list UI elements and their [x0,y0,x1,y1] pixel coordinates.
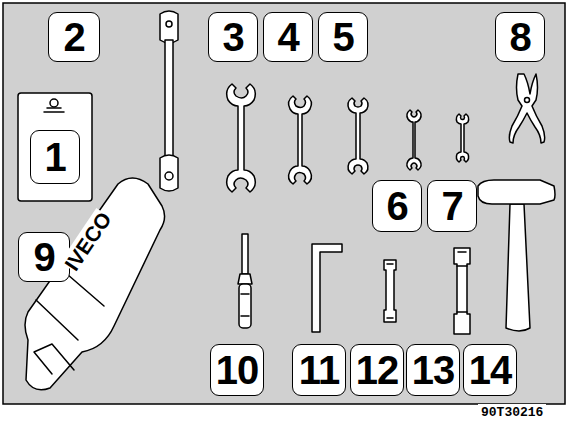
callout-box: 10 [210,344,264,396]
callout-box: 2 [48,12,100,62]
callout-box: 5 [318,12,368,62]
callout-number: 7 [441,186,462,226]
callout-number: 12 [356,350,399,390]
callout-box: 13 [406,344,460,396]
callout-number: 2 [63,17,84,57]
callout-number: 14 [469,350,512,390]
callout-number: 4 [277,17,298,57]
callout-number: 1 [44,137,65,177]
callout-number: 10 [216,350,259,390]
callout-number: 5 [332,17,353,57]
callout-number: 11 [299,350,339,390]
callout-box: 6 [372,180,422,232]
callout-number: 13 [412,350,455,390]
callout-box: 8 [495,12,545,62]
callout-number: 3 [222,17,243,57]
callout-box: 4 [263,12,313,62]
callout-number: 8 [509,17,530,57]
callout-number: 9 [33,237,54,277]
callout-box: 3 [208,12,258,62]
callout-box: 11 [292,344,346,396]
callout-box: 14 [463,344,517,396]
callout-box: 12 [350,344,404,396]
callout-box: 7 [427,180,477,232]
figure-code: 90T30216 [478,404,546,421]
callout-number: 6 [386,186,407,226]
callout-box: 1 [30,130,80,184]
